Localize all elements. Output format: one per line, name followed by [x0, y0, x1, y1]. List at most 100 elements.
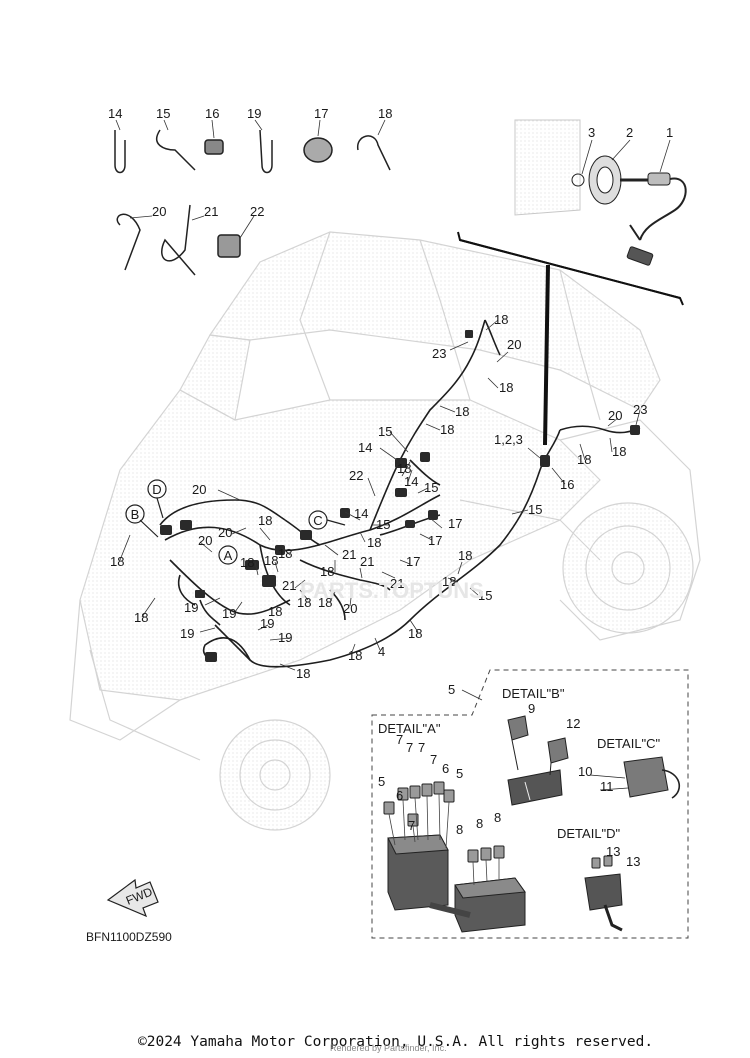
rendered-by-note: Rendered by Partsfinder, Inc. [330, 1043, 447, 1053]
svg-text:18: 18 [320, 564, 334, 579]
callout-a [218, 545, 238, 565]
svg-text:18: 18 [297, 595, 311, 610]
diagram-code: BFN1100DZ590 [86, 930, 172, 944]
svg-text:20: 20 [343, 601, 357, 616]
svg-text:18: 18 [258, 513, 272, 528]
svg-text:20: 20 [608, 408, 622, 423]
callout-d-label: D [152, 482, 161, 497]
svg-text:21: 21 [342, 547, 356, 562]
svg-text:19: 19 [222, 606, 236, 621]
svg-text:1,2,3: 1,2,3 [494, 432, 523, 447]
svg-text:15: 15 [376, 517, 390, 532]
svg-text:18: 18 [240, 555, 254, 570]
svg-text:2: 2 [626, 125, 633, 140]
harness-connectors [160, 330, 640, 662]
svg-text:18: 18 [110, 554, 124, 569]
svg-text:12: 12 [566, 716, 580, 731]
svg-text:20: 20 [507, 337, 521, 352]
callout-b-label: B [131, 507, 140, 522]
svg-text:21: 21 [204, 204, 218, 219]
svg-text:21: 21 [360, 554, 374, 569]
svg-text:8: 8 [476, 816, 483, 831]
svg-text:6: 6 [442, 761, 449, 776]
leader-lines [115, 119, 671, 671]
small-parts-group [114, 129, 391, 276]
svg-text:18: 18 [397, 461, 411, 476]
svg-text:13: 13 [606, 844, 620, 859]
svg-text:21: 21 [282, 578, 296, 593]
svg-text:14: 14 [404, 474, 418, 489]
svg-text:9: 9 [528, 701, 535, 716]
svg-text:11: 11 [600, 779, 614, 794]
svg-text:15: 15 [156, 106, 170, 121]
svg-text:7: 7 [430, 752, 437, 767]
svg-text:8: 8 [494, 810, 501, 825]
svg-text:17: 17 [428, 533, 442, 548]
svg-text:6: 6 [396, 788, 403, 803]
svg-text:14: 14 [358, 440, 372, 455]
svg-text:23: 23 [432, 346, 446, 361]
svg-text:20: 20 [198, 533, 212, 548]
svg-text:19: 19 [260, 616, 274, 631]
svg-text:1: 1 [666, 125, 673, 140]
svg-text:18: 18 [296, 666, 310, 681]
svg-text:19: 19 [184, 600, 198, 615]
svg-text:18: 18 [318, 595, 332, 610]
band-20-icon [116, 213, 141, 271]
part-labels: 1 2 3 14 15 16 19 17 18 20 21 22 18 23 2… [108, 106, 673, 681]
watermark: PARTS.TOPTUNS [300, 578, 484, 603]
band-21-icon [161, 204, 196, 276]
svg-text:5: 5 [456, 766, 463, 781]
svg-text:20: 20 [218, 525, 232, 540]
detail-c-unit: 10 11 [578, 756, 681, 799]
svg-text:18: 18 [367, 535, 381, 550]
svg-text:18: 18 [264, 553, 278, 568]
svg-text:16: 16 [205, 106, 219, 121]
svg-text:18: 18 [612, 444, 626, 459]
svg-text:18: 18 [348, 648, 362, 663]
svg-text:15: 15 [378, 424, 392, 439]
callout-letters: A B C D [131, 482, 323, 563]
svg-text:18: 18 [278, 546, 292, 561]
svg-text:21: 21 [390, 576, 404, 591]
svg-text:18: 18 [577, 452, 591, 467]
callout-b [125, 504, 145, 524]
clamp-15-icon [155, 129, 196, 171]
svg-text:14: 14 [108, 106, 122, 121]
svg-text:17: 17 [406, 554, 420, 569]
svg-text:5: 5 [378, 774, 385, 789]
svg-text:15: 15 [528, 502, 542, 517]
svg-text:18: 18 [134, 610, 148, 625]
band-18-icon [357, 135, 391, 171]
svg-text:18: 18 [458, 548, 472, 563]
clamp-17-icon [303, 137, 333, 163]
svg-text:13: 13 [626, 854, 640, 869]
svg-text:18: 18 [442, 574, 456, 589]
svg-text:22: 22 [250, 204, 264, 219]
detail-d-title: DETAIL"D" [557, 826, 621, 841]
svg-text:23: 23 [633, 402, 647, 417]
detail-b-title: DETAIL"B" [502, 686, 565, 701]
svg-text:5: 5 [448, 682, 455, 697]
callout-c-label: C [313, 513, 322, 528]
callout-a-label: A [224, 548, 233, 563]
svg-text:19: 19 [247, 106, 261, 121]
detail-box: 5 DETAIL"B" DETAIL"A" DETAIL"C" DETAIL"D… [371, 669, 689, 939]
svg-text:7: 7 [418, 740, 425, 755]
svg-text:8: 8 [456, 822, 463, 837]
detail-b-relays: 9 12 [507, 701, 580, 806]
svg-text:22: 22 [349, 468, 363, 483]
copyright-notice: ©2024 Yamaha Motor Corporation, U.S.A. A… [138, 1034, 654, 1050]
svg-text:7: 7 [396, 732, 403, 747]
svg-text:19: 19 [180, 626, 194, 641]
fwd-arrow-icon: FWD [106, 878, 159, 918]
svg-text:17: 17 [448, 516, 462, 531]
svg-text:18: 18 [378, 106, 392, 121]
detail-c-title: DETAIL"C" [597, 736, 661, 751]
svg-text:15: 15 [424, 480, 438, 495]
svg-text:16: 16 [560, 477, 574, 492]
detail-a-fuse-boxes: 7 7 7 7 6 5 5 6 7 8 8 8 [378, 732, 526, 933]
svg-text:3: 3 [588, 125, 595, 140]
svg-text:18: 18 [455, 404, 469, 419]
band-14-icon [114, 130, 126, 174]
